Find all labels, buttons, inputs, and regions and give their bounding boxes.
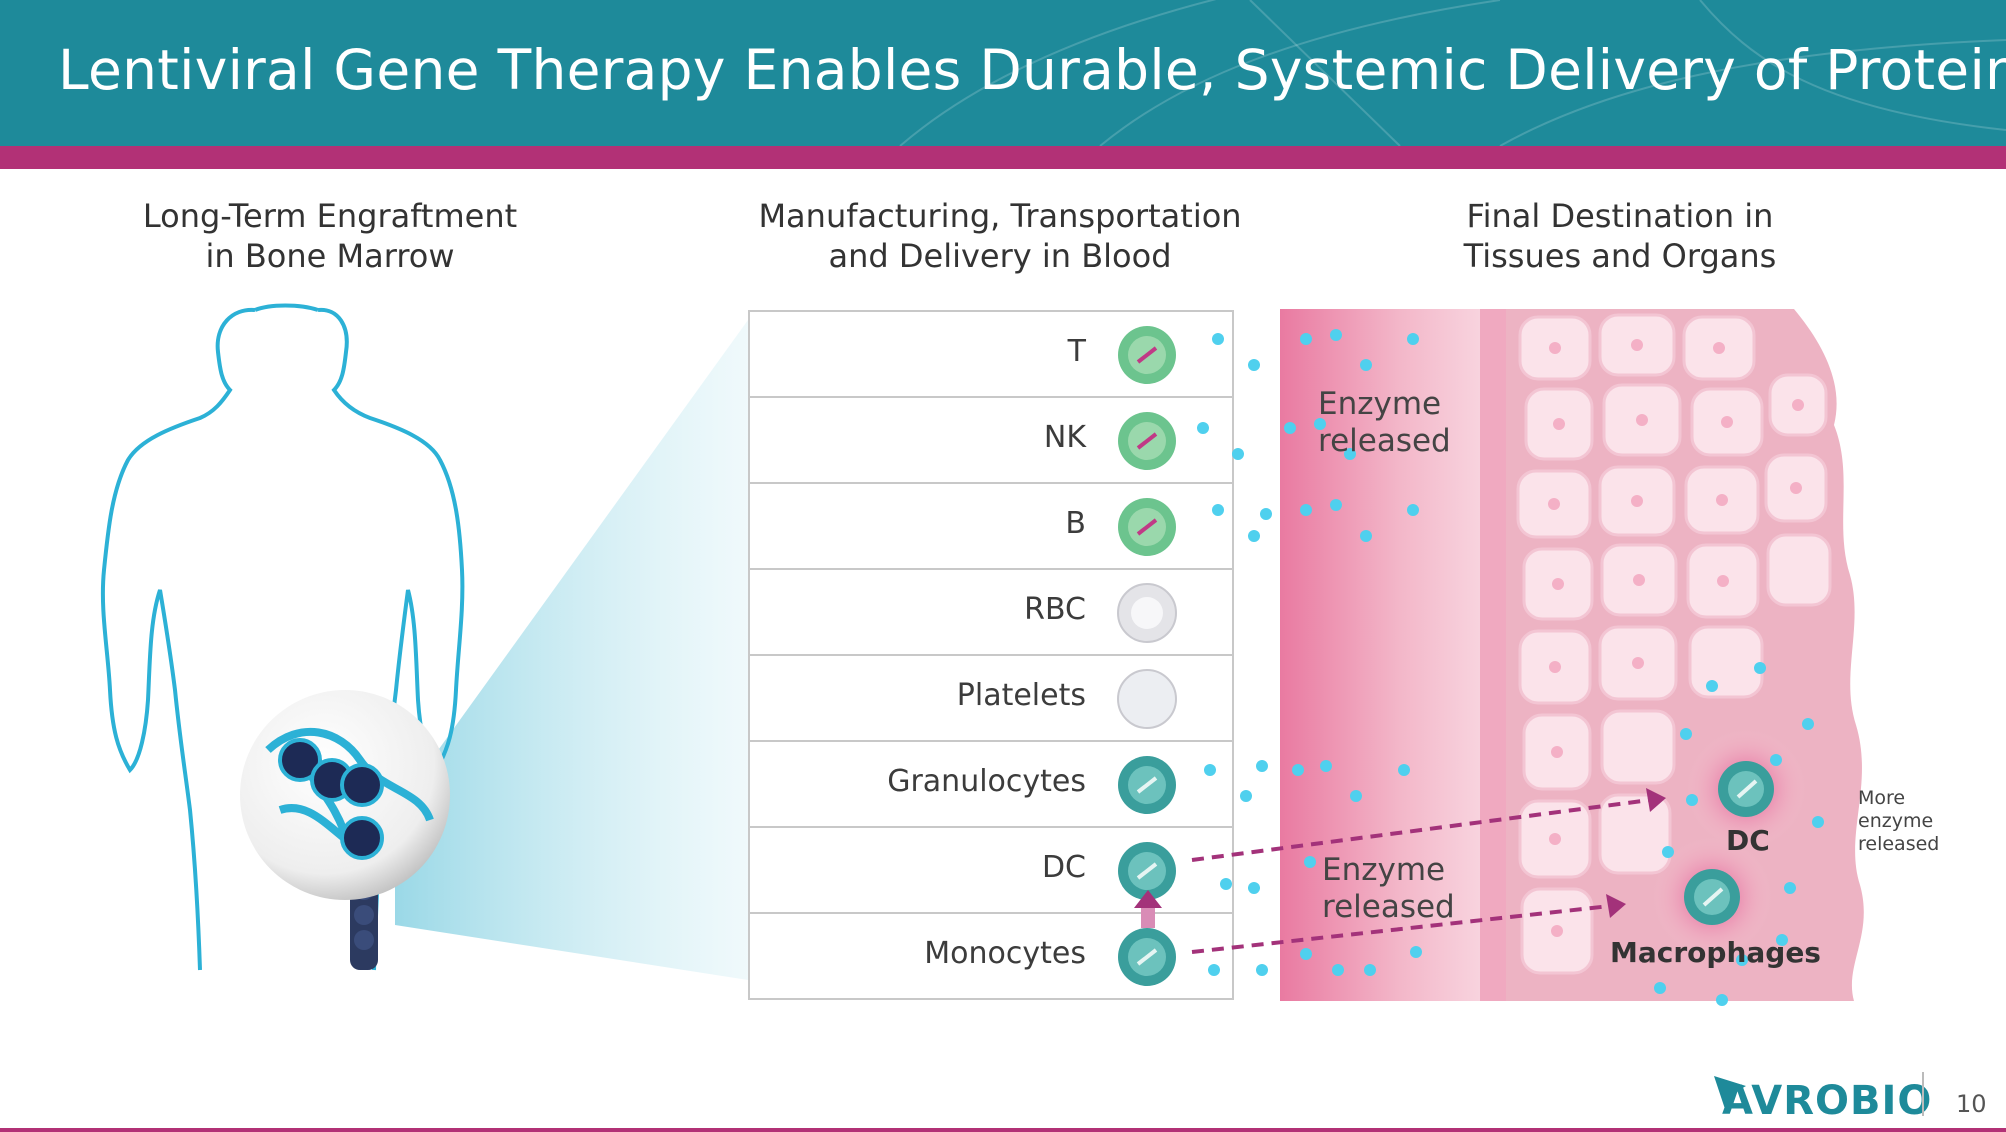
slide-title: Lentiviral Gene Therapy Enables Durable,… bbox=[58, 38, 2006, 102]
cell-label: Granulocytes bbox=[887, 764, 1086, 799]
cell-row-b: B bbox=[750, 484, 1232, 570]
annotation-line: released bbox=[1318, 423, 1451, 459]
annotation-line: released bbox=[1322, 889, 1455, 925]
heading-blood: Manufacturing, Transportation and Delive… bbox=[735, 196, 1265, 276]
heading-line: Manufacturing, Transportation bbox=[758, 197, 1242, 235]
enzyme-dots bbox=[1197, 329, 1824, 1006]
migration-arrows bbox=[1191, 798, 1651, 954]
enzyme-released-top: Enzyme released bbox=[1318, 386, 1451, 460]
vessel-wall bbox=[1480, 309, 1506, 1001]
cell-label: DC bbox=[1041, 850, 1086, 885]
rbc-icon bbox=[1117, 583, 1177, 643]
header-banner: Lentiviral Gene Therapy Enables Durable,… bbox=[0, 0, 2006, 146]
tissue-dc-icon bbox=[1718, 761, 1774, 817]
accent-bar bbox=[0, 146, 2006, 169]
company-logo-text: AVROBIO bbox=[1722, 1078, 1933, 1124]
note-line: More bbox=[1858, 787, 1906, 809]
cell-row-platelets: Platelets bbox=[750, 656, 1232, 742]
cell-label: Platelets bbox=[956, 678, 1086, 713]
heading-tissues: Final Destination in Tissues and Organs bbox=[1420, 196, 1820, 276]
upward-arrow bbox=[1134, 890, 1162, 928]
cell-label: T bbox=[1067, 334, 1086, 369]
cell-type-table: T NK B RBC Platelets Granulocytes bbox=[748, 310, 1234, 1000]
footer-line bbox=[0, 1128, 2006, 1132]
macrophage-icon bbox=[1684, 869, 1740, 925]
cell-row-nk: NK bbox=[750, 398, 1232, 484]
heading-line: Tissues and Organs bbox=[1463, 237, 1777, 275]
cell-label: NK bbox=[1043, 420, 1086, 455]
body-illustration bbox=[100, 303, 748, 980]
cell-row-rbc: RBC bbox=[750, 570, 1232, 656]
t-cell-icon bbox=[1118, 326, 1176, 384]
heading-line: in Bone Marrow bbox=[205, 237, 455, 275]
heading-line: Long-Term Engraftment bbox=[142, 197, 518, 235]
b-cell-icon bbox=[1118, 498, 1176, 556]
cell-nuclei bbox=[1548, 339, 1804, 937]
granulocyte-icon bbox=[1118, 756, 1176, 814]
dc-icon bbox=[1118, 842, 1176, 900]
stem-cells bbox=[278, 738, 384, 860]
page-number: 10 bbox=[1956, 1090, 1987, 1118]
avrobio-logo-icon bbox=[1714, 1076, 1746, 1112]
heading-line: Final Destination in bbox=[1466, 197, 1774, 235]
annotation-line: Enzyme bbox=[1322, 852, 1446, 888]
more-enzyme-note: More enzyme released bbox=[1858, 787, 1939, 856]
note-line: enzyme bbox=[1858, 810, 1934, 832]
cell-label: B bbox=[1065, 506, 1086, 541]
note-line: released bbox=[1858, 833, 1940, 855]
nk-cell-icon bbox=[1118, 412, 1176, 470]
macrophages-label: Macrophages bbox=[1610, 936, 1821, 969]
cell-label: Monocytes bbox=[924, 936, 1086, 971]
heading-bone-marrow: Long-Term Engraftment in Bone Marrow bbox=[110, 196, 550, 276]
heading-line: and Delivery in Blood bbox=[828, 237, 1172, 275]
monocyte-icon bbox=[1118, 928, 1176, 986]
cell-row-monocytes: Monocytes bbox=[750, 914, 1232, 1000]
footer-divider bbox=[1922, 1072, 1924, 1116]
dc-label: DC bbox=[1726, 824, 1770, 857]
cell-row-granulocytes: Granulocytes bbox=[750, 742, 1232, 828]
zoom-beam bbox=[395, 320, 748, 980]
cell-row-t: T bbox=[750, 312, 1232, 398]
enzyme-released-bottom: Enzyme released bbox=[1322, 852, 1455, 926]
platelet-icon bbox=[1117, 669, 1177, 729]
cell-row-dc: DC bbox=[750, 828, 1232, 914]
cell-label: RBC bbox=[1024, 592, 1086, 627]
tissue-illustration bbox=[1280, 309, 1864, 1001]
arrowheads bbox=[1606, 788, 1666, 918]
annotation-line: Enzyme bbox=[1318, 386, 1442, 422]
header-decoration bbox=[899, 0, 2006, 146]
blood-vessel bbox=[1280, 309, 1480, 1001]
